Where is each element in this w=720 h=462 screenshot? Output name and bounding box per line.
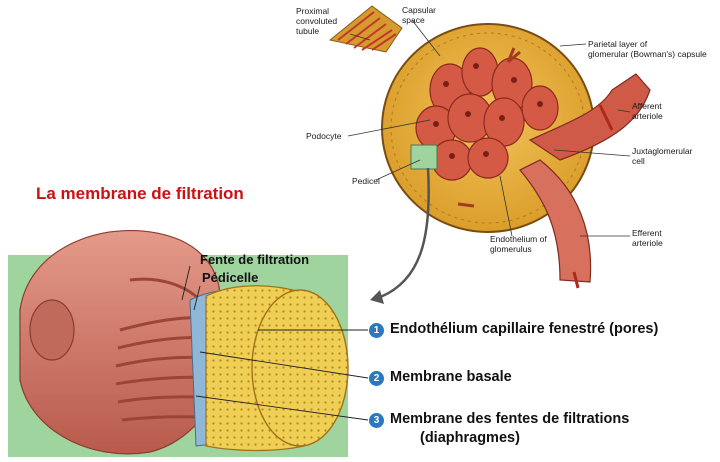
label-pedicelle: Pédicelle bbox=[202, 270, 259, 285]
nucleus bbox=[29, 299, 75, 361]
label-capsular-space: Capsular space bbox=[402, 5, 437, 25]
label-juxtaglomerular-cell: Juxtaglomerular cell bbox=[632, 146, 693, 166]
label-proximal-tubule: Proximal convoluted tubule bbox=[296, 6, 338, 36]
zoom-arrow bbox=[377, 167, 430, 300]
glomerulus bbox=[415, 47, 559, 181]
label-efferent-arteriole: Efferent arteriole bbox=[632, 228, 663, 248]
efferent-arteriole bbox=[519, 159, 592, 283]
label-podocyte: Podocyte bbox=[306, 131, 342, 141]
endothelium-end bbox=[251, 289, 349, 447]
label-diaphragmes: (diaphragmes) bbox=[420, 430, 520, 446]
afferent-arteriole bbox=[528, 73, 651, 161]
label-endothelium-glomerulus: Endothelium of glomerulus bbox=[490, 234, 547, 254]
filtration-membrane-illustration bbox=[8, 229, 369, 457]
badge-3: 3 bbox=[369, 413, 384, 428]
label-membrane-basale: Membrane basale bbox=[390, 369, 512, 385]
label-endothelium-fenestre: Endothélium capillaire fenestré (pores) bbox=[390, 321, 659, 337]
label-membrane-fentes: Membrane des fentes de filtrations bbox=[390, 411, 630, 427]
badge-1: 1 bbox=[369, 323, 384, 338]
label-afferent-arteriole: Afferent arteriole bbox=[632, 101, 663, 121]
diagram-title: La membrane de filtration bbox=[36, 184, 244, 203]
renal-corpuscle-illustration bbox=[328, 5, 651, 304]
label-parietal-layer: Parietal layer of glomerular (Bowman's) … bbox=[588, 39, 707, 59]
label-pedicel: Pedicel bbox=[352, 176, 380, 186]
badge-2: 2 bbox=[369, 371, 384, 386]
label-fente-filtration: Fente de filtration bbox=[200, 252, 310, 267]
inset-marker bbox=[410, 144, 438, 170]
